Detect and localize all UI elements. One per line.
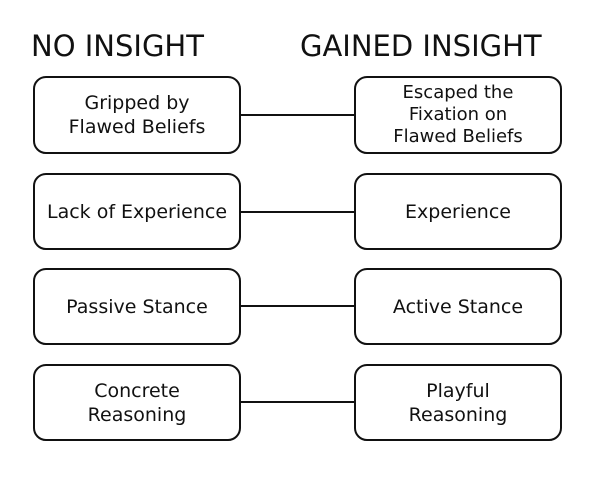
connector-line xyxy=(241,211,354,213)
gained-insight-box-playful-reasoning: Playful Reasoning xyxy=(354,364,562,441)
no-insight-box-lack-of-experience: Lack of Experience xyxy=(33,173,241,250)
gained-insight-box-escaped-fixation: Escaped the Fixation on Flawed Beliefs xyxy=(354,76,562,154)
no-insight-box-passive-stance: Passive Stance xyxy=(33,268,241,345)
connector-line xyxy=(241,305,354,307)
gained-insight-box-experience: Experience xyxy=(354,173,562,250)
gained-insight-box-active-stance: Active Stance xyxy=(354,268,562,345)
connector-line xyxy=(241,401,354,403)
no-insight-box-flawed-beliefs: Gripped by Flawed Beliefs xyxy=(33,76,241,154)
no-insight-box-concrete-reasoning: Concrete Reasoning xyxy=(33,364,241,441)
connector-line xyxy=(241,114,354,116)
gained-insight-heading: GAINED INSIGHT xyxy=(300,29,542,63)
no-insight-heading: NO INSIGHT xyxy=(31,29,204,63)
